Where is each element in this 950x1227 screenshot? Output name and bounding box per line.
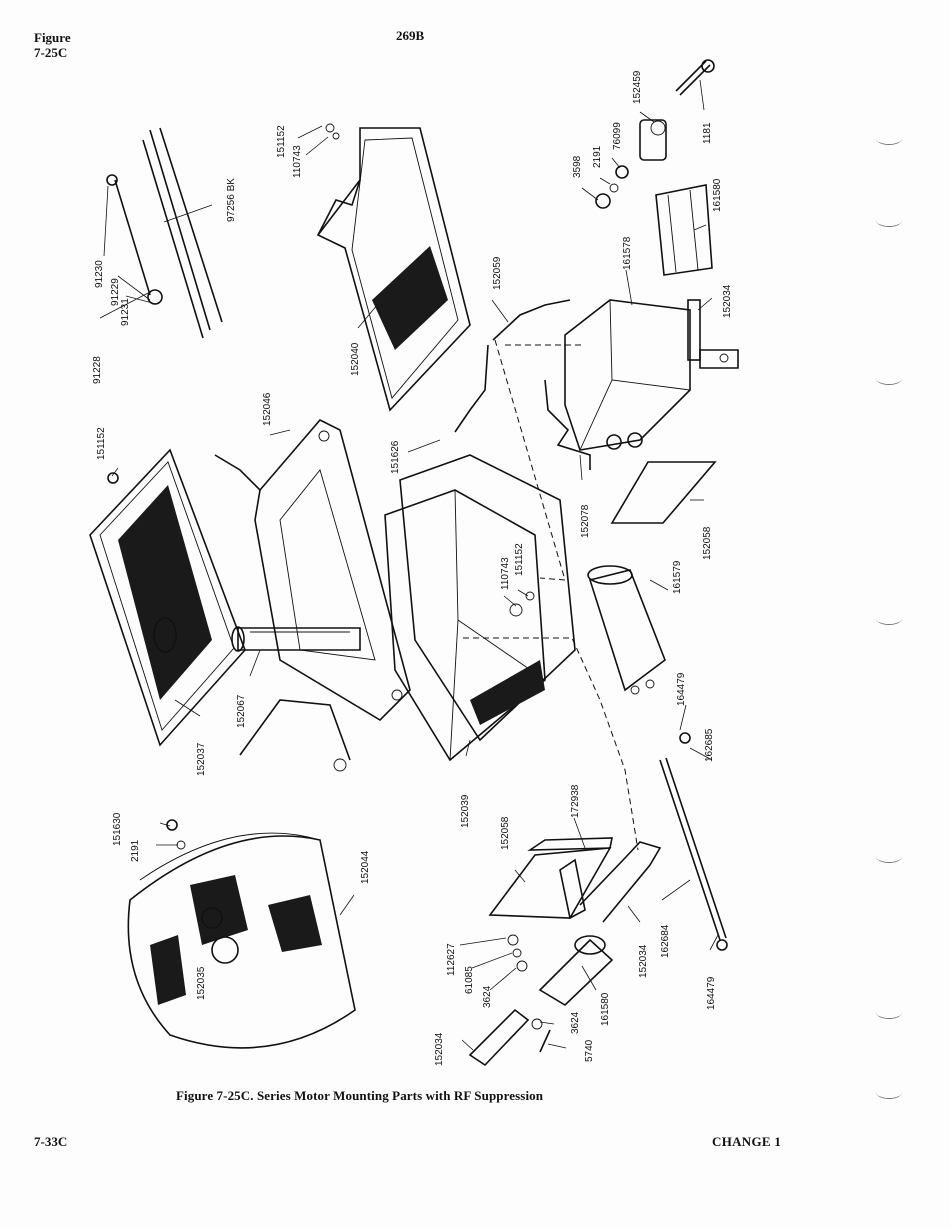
change-notice: CHANGE 1 <box>712 1134 782 1149</box>
callout-152046: 152046 <box>262 392 273 426</box>
binder-hole-mark <box>876 214 902 227</box>
figure-caption: Figure 7-25C. Series Motor Mounting Part… <box>176 1088 544 1103</box>
bracket-and-resistor-bottom <box>468 841 662 1067</box>
callout-91229: 91229 <box>110 278 121 306</box>
binder-hole-mark <box>876 1006 902 1019</box>
callout-152034-c: 152034 <box>434 1032 445 1066</box>
callout-152058: 152058 <box>702 526 713 560</box>
callout-152040: 152040 <box>350 342 361 376</box>
callout-152058-b: 152058 <box>500 816 511 850</box>
callout-152035: 152035 <box>196 966 207 1000</box>
callout-97256bk: 97256 BK <box>226 178 237 222</box>
callout-152059: 152059 <box>492 256 503 290</box>
callout-152459: 152459 <box>632 70 643 104</box>
callout-91230: 91230 <box>94 260 105 288</box>
callout-3624-b: 3624 <box>570 1011 581 1034</box>
callout-91228: 91228 <box>92 356 103 384</box>
callout-152078: 152078 <box>580 504 591 538</box>
callout-5740: 5740 <box>584 1039 595 1062</box>
callout-161579: 161579 <box>672 560 683 594</box>
model-number: 269B <box>396 28 425 43</box>
callout-152034-b: 152034 <box>638 944 649 978</box>
callout-162685: 162685 <box>704 728 715 762</box>
figure-label: Figure 7-25C <box>34 30 71 60</box>
capacitor-161579 <box>587 565 666 695</box>
assembly-line-1 <box>494 339 566 581</box>
callout-3624: 3624 <box>482 985 493 1008</box>
figure-label-line1: Figure <box>34 30 71 45</box>
filter-box-161578 <box>454 299 691 470</box>
callout-164479: 164479 <box>676 672 687 706</box>
callout-162684: 162684 <box>660 924 671 958</box>
callout-152039: 152039 <box>460 794 471 828</box>
callout-152034: 152034 <box>722 284 733 318</box>
callout-172938: 172938 <box>570 784 581 818</box>
callout-1181: 1181 <box>702 122 713 144</box>
mounting-bracket-152046 <box>214 419 411 772</box>
shield-172938 <box>488 837 613 920</box>
callout-2191-b: 2191 <box>130 839 141 862</box>
page-number: 7-33C <box>34 1134 68 1149</box>
callout-152067: 152067 <box>236 694 247 728</box>
assembly-line-2 <box>463 637 639 851</box>
callout-151152-b: 151152 <box>96 427 107 460</box>
rf-filter-components-top <box>595 59 739 369</box>
binder-hole-mark <box>876 132 902 145</box>
callout-110743-b: 110743 <box>500 557 511 590</box>
callout-3598: 3598 <box>572 155 583 178</box>
callout-152037: 152037 <box>196 742 207 776</box>
callout-151152-c: 151152 <box>514 543 525 576</box>
cover-plate-152037 <box>89 448 246 747</box>
callout-151626: 151626 <box>390 440 401 474</box>
callout-164479-b: 164479 <box>706 976 717 1010</box>
callout-151152: 151152 <box>276 125 287 158</box>
callout-161580: 161580 <box>712 178 723 212</box>
insulator-152058 <box>610 461 717 524</box>
figure-label-line2: 7-25C <box>34 45 68 60</box>
part-number-callouts: 151152 110743 97256 BK 91230 91229 91231… <box>92 70 733 1066</box>
resistor-leads <box>659 732 728 951</box>
binder-hole-mark <box>876 850 902 863</box>
callout-151630: 151630 <box>112 812 123 846</box>
callout-91231: 91231 <box>120 298 131 326</box>
callout-110743: 110743 <box>292 145 303 178</box>
callout-2191: 2191 <box>592 145 603 168</box>
housing-152039 <box>384 454 576 762</box>
motor-cover-152044 <box>127 819 356 1049</box>
callout-152044: 152044 <box>360 850 371 884</box>
leader-lines <box>99 79 719 1051</box>
callout-112627: 112627 <box>446 943 457 976</box>
binder-hole-mark <box>876 612 902 625</box>
callout-76099: 76099 <box>612 122 623 150</box>
conduit-152067 <box>231 626 361 652</box>
callout-161580-b: 161580 <box>600 992 611 1026</box>
lead-wires <box>106 127 223 339</box>
binder-hole-mark <box>876 1086 902 1099</box>
cover-plate-152040 <box>316 123 471 412</box>
callout-61085: 61085 <box>464 966 475 994</box>
callout-161578: 161578 <box>622 236 633 270</box>
binder-hole-mark <box>876 372 902 385</box>
